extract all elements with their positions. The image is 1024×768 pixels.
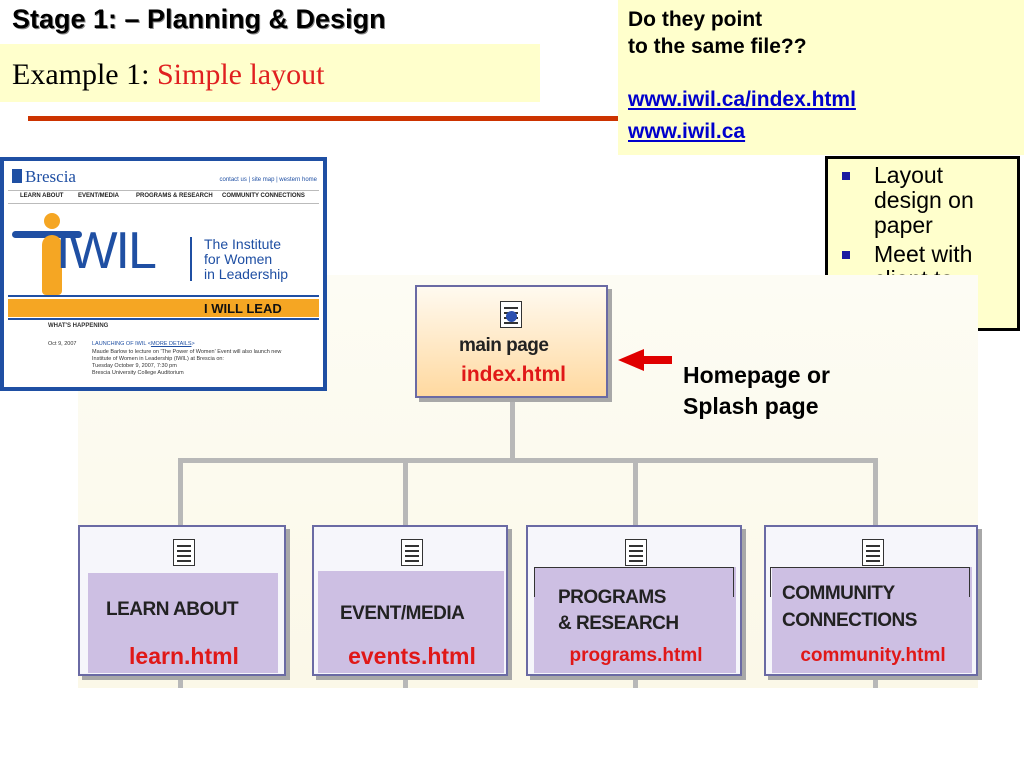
divider [190, 237, 192, 281]
node-label-frame [534, 567, 734, 597]
connector-community [873, 458, 878, 528]
divider [8, 190, 319, 191]
event-date: Oct 9, 2007 [48, 341, 77, 347]
event-line: Maude Barlow to lecture on 'The Power of… [92, 349, 282, 355]
main-page-caption: main page [459, 335, 549, 356]
node-filename: events.html [348, 643, 476, 669]
arrow-shaft [642, 356, 672, 364]
main-page-filename: index.html [460, 363, 566, 386]
institute-line: The Institute [204, 236, 282, 252]
child-node-community[interactable]: COMMUNITY CONNECTIONS community.html [764, 525, 978, 676]
website-screenshot: Brescia contact us | site map | western … [0, 157, 327, 391]
connector-stub [178, 676, 183, 688]
figure-head-icon [44, 213, 60, 229]
event-line: Tuesday October 9, 2007, 7:30 pm [92, 363, 177, 369]
node-label-panel [772, 567, 972, 673]
url-link-root[interactable]: www.iwil.ca [628, 120, 746, 143]
connector-stub [403, 676, 408, 688]
node-label-panel [88, 573, 278, 673]
homepage-label: Homepage or Splash page [683, 360, 830, 422]
main-page-node[interactable]: main page index.html [415, 285, 608, 398]
nav-item[interactable]: EVENT/MEDIA [78, 193, 120, 199]
homepage-label-line: Splash page [683, 393, 819, 419]
homepage-label-line: Homepage or [683, 362, 830, 388]
nav-item[interactable]: PROGRAMS & RESEARCH [136, 193, 213, 199]
brescia-logo-mark [12, 169, 22, 183]
institute-line: for Women [204, 251, 273, 267]
node-caption: & RESEARCH [558, 613, 679, 634]
connector-horizontal [178, 458, 878, 463]
iwil-wordmark: IWIL [56, 222, 157, 280]
slide-title: Stage 1: – Planning & Design [12, 4, 386, 34]
connector-vertical-main [510, 398, 515, 460]
node-filename: community.html [800, 645, 946, 666]
child-node-learn[interactable]: LEARN ABOUT learn.html [78, 525, 286, 676]
divider [8, 295, 319, 297]
event-line: Brescia University College Auditorium [92, 370, 184, 376]
globe-icon [506, 311, 517, 322]
subtitle-highlight: Simple layout [156, 58, 325, 91]
connector-events [403, 458, 408, 528]
divider [8, 203, 319, 204]
document-icon [862, 539, 884, 566]
node-caption: PROGRAMS [558, 587, 666, 608]
node-caption: LEARN ABOUT [106, 599, 239, 620]
institute-name: The Institute for Women in Leadership [204, 237, 288, 282]
event-more-link[interactable]: MORE DETAILS [150, 341, 192, 347]
section-heading: WHAT'S HAPPENING [48, 323, 109, 329]
subtitle-background [0, 44, 540, 102]
subtitle-prefix: Example 1: [12, 58, 150, 91]
arrow-left-icon [618, 349, 644, 371]
question-note [618, 0, 1024, 155]
node-caption: CONNECTIONS [782, 610, 917, 631]
divider [8, 318, 319, 320]
document-icon [401, 539, 423, 566]
node-caption: EVENT/MEDIA [340, 603, 465, 624]
document-icon [173, 539, 195, 566]
connector-programs [633, 458, 638, 528]
question-text: Do they point to the same file?? [628, 6, 807, 60]
event-line: Institute of Women in Leadership (IWIL) … [92, 356, 224, 362]
node-caption: COMMUNITY [782, 583, 895, 604]
document-icon [625, 539, 647, 566]
node-label-frame [770, 567, 970, 597]
event-title: LAUNCHING OF IWIL <MORE DETAILS> [92, 341, 195, 347]
child-node-events[interactable]: EVENT/MEDIA events.html [312, 525, 508, 676]
event-title-text: LAUNCHING OF IWIL [92, 341, 147, 347]
figure-body-icon [42, 235, 62, 295]
node-filename: learn.html [129, 643, 239, 669]
connector-learn [178, 458, 183, 528]
divider-line [28, 116, 618, 121]
node-label-panel [534, 567, 736, 673]
institute-line: in Leadership [204, 266, 289, 282]
child-node-programs[interactable]: PROGRAMS & RESEARCH programs.html [526, 525, 742, 676]
connector-stub [633, 676, 638, 688]
question-line-2: to the same file?? [628, 35, 807, 58]
url-link-index[interactable]: www.iwil.ca/index.html [628, 88, 856, 111]
banner-text: I WILL LEAD [204, 301, 282, 316]
node-label-panel [318, 571, 504, 673]
nav-item[interactable]: LEARN ABOUT [20, 193, 64, 199]
brescia-logo: Brescia [25, 167, 76, 186]
node-filename: programs.html [569, 645, 703, 666]
nav-item[interactable]: COMMUNITY CONNECTIONS [222, 193, 305, 199]
subtitle: Example 1: Simple layout [12, 58, 324, 92]
top-links[interactable]: contact us | site map | western home [219, 177, 318, 183]
connector-stub [873, 676, 878, 688]
bullet-item: Layout design on paper [842, 163, 1017, 238]
banner [8, 299, 319, 317]
question-line-1: Do they point [628, 8, 763, 31]
figure-arms-icon [12, 231, 82, 238]
event-details: Maude Barlow to lecture on 'The Power of… [92, 349, 281, 377]
